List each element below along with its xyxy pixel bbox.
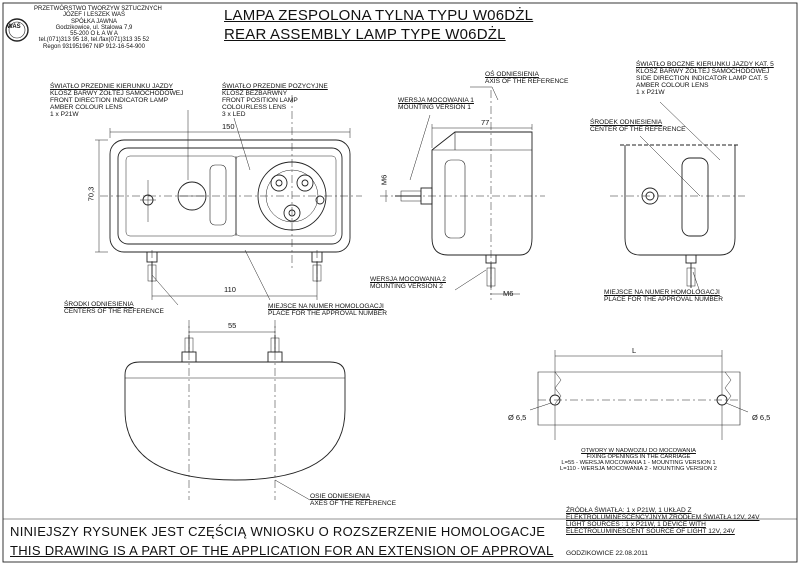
side-view-lamp [395, 131, 533, 288]
footer-en: THIS DRAWING IS A PART OF THE APPLICATIO… [10, 543, 554, 558]
label-approval-number-right: MIEJSCE NA NUMER HOMOLOGACJI PLACE FOR T… [604, 289, 723, 303]
holes-dimensions [529, 350, 749, 440]
drawing-date: GODZIKOWICE 22.08.2011 [566, 550, 648, 557]
company-logo [5, 18, 29, 42]
dim-length-L: L [632, 346, 637, 355]
company-line: tel.(071)313 95 18, tel./fax(071)313 35 … [38, 37, 150, 44]
label-axes-reference: OSIE ODNIESIENIA AXES OF THE REFERENCE [310, 493, 396, 507]
bottom-dimensions [188, 326, 311, 501]
dim-depth-77: 77 [481, 118, 490, 127]
company-line: PRZETWÓRSTWO TWORZYW SZTUCZNYCH [34, 6, 162, 12]
company-line: SPÓŁKA JAWNA [70, 18, 118, 25]
dim-width-110: 110 [224, 285, 236, 294]
label-side-direction: ŚWIATŁO BOCZNE KIERUNKU JAZDY KAT. 5 KLO… [636, 61, 774, 96]
bottom-view-lamp [124, 335, 346, 481]
front-dimensions [95, 110, 351, 306]
indicator-leaders [639, 101, 721, 293]
label-axis-reference: OŚ ODNIESIENIA AXIS OF THE REFERENCE [485, 71, 569, 85]
side-indicator-view [620, 144, 740, 288]
front-view-lamp [109, 139, 351, 282]
company-line: Godzikowice, ul. Stalowa 7,9 [55, 24, 133, 31]
label-fixing-openings: OTWORY W NADWOZIU DO MOCOWANIA FIXING OP… [560, 448, 718, 473]
dim-spacing-55: 55 [228, 321, 237, 330]
company-line: 55-200 O Ł A W A [70, 31, 118, 38]
logo-text: WAŚ [7, 24, 21, 30]
label-mounting-v2: WERSJA MOCOWANIA 2 MOUNTING VERSION 2 [370, 276, 446, 290]
label-front-position: ŚWIATŁO PRZEDNIE POZYCYJNE KLOSZ BEZBARW… [222, 83, 328, 118]
title-pl: LAMPA ZESPOLONA TYLNA TYPU W06DŻL [224, 7, 534, 24]
dim-height-70: 70,3 [86, 186, 96, 202]
dim-width-150: 150 [222, 122, 235, 131]
dim-m6-thread-1: M6 [379, 174, 389, 186]
mounting-holes-view [537, 371, 741, 426]
dim-hole-diameter-right: Ø 6,5 [752, 413, 771, 422]
dim-m6-thread-2: M6 [503, 289, 514, 298]
label-center-reference: ŚRODEK ODNIESIENIA CENTER OF THE REFEREN… [590, 119, 686, 133]
company-line: Regon 931951967 NIP 912-16-54-900 [43, 43, 145, 50]
side-dimensions [385, 86, 533, 295]
label-centers-reference: ŚRODKI ODNIESIENIA CENTERS OF THE REFERE… [64, 301, 164, 315]
bottom-centerlines [188, 320, 276, 500]
footer-pl: NINIEJSZY RYSUNEK JEST CZĘŚCIĄ WNIOSKU O… [10, 524, 546, 539]
light-sources-note: ŹRÓDŁA ŚWIATŁA: 1 x P21W, 1 UKŁAD Z ELEK… [566, 507, 760, 535]
front-centerlines [100, 95, 362, 292]
label-approval-number-left: MIEJSCE NA NUMER HOMOLOGACJI PLACE FOR T… [268, 303, 387, 317]
label-front-direction: ŚWIATŁO PRZEDNIE KIERUNKU JAZDY KLOSZ BA… [50, 83, 184, 118]
dim-hole-diameter-left: Ø 6,5 [508, 413, 527, 422]
company-block: PRZETWÓRSTWO TWORZYW SZTUCZNYCH JÓZEF I … [34, 6, 162, 50]
label-mounting-v1: WERSJA MOCOWANIA 1 MOUNTING VERSION 1 [398, 97, 474, 111]
company-line: JÓZEF I LESZEK WAŚ [62, 12, 126, 19]
title-en: REAR ASSEMBLY LAMP TYPE W06DŻL [224, 26, 506, 43]
side-centerlines [380, 90, 545, 300]
